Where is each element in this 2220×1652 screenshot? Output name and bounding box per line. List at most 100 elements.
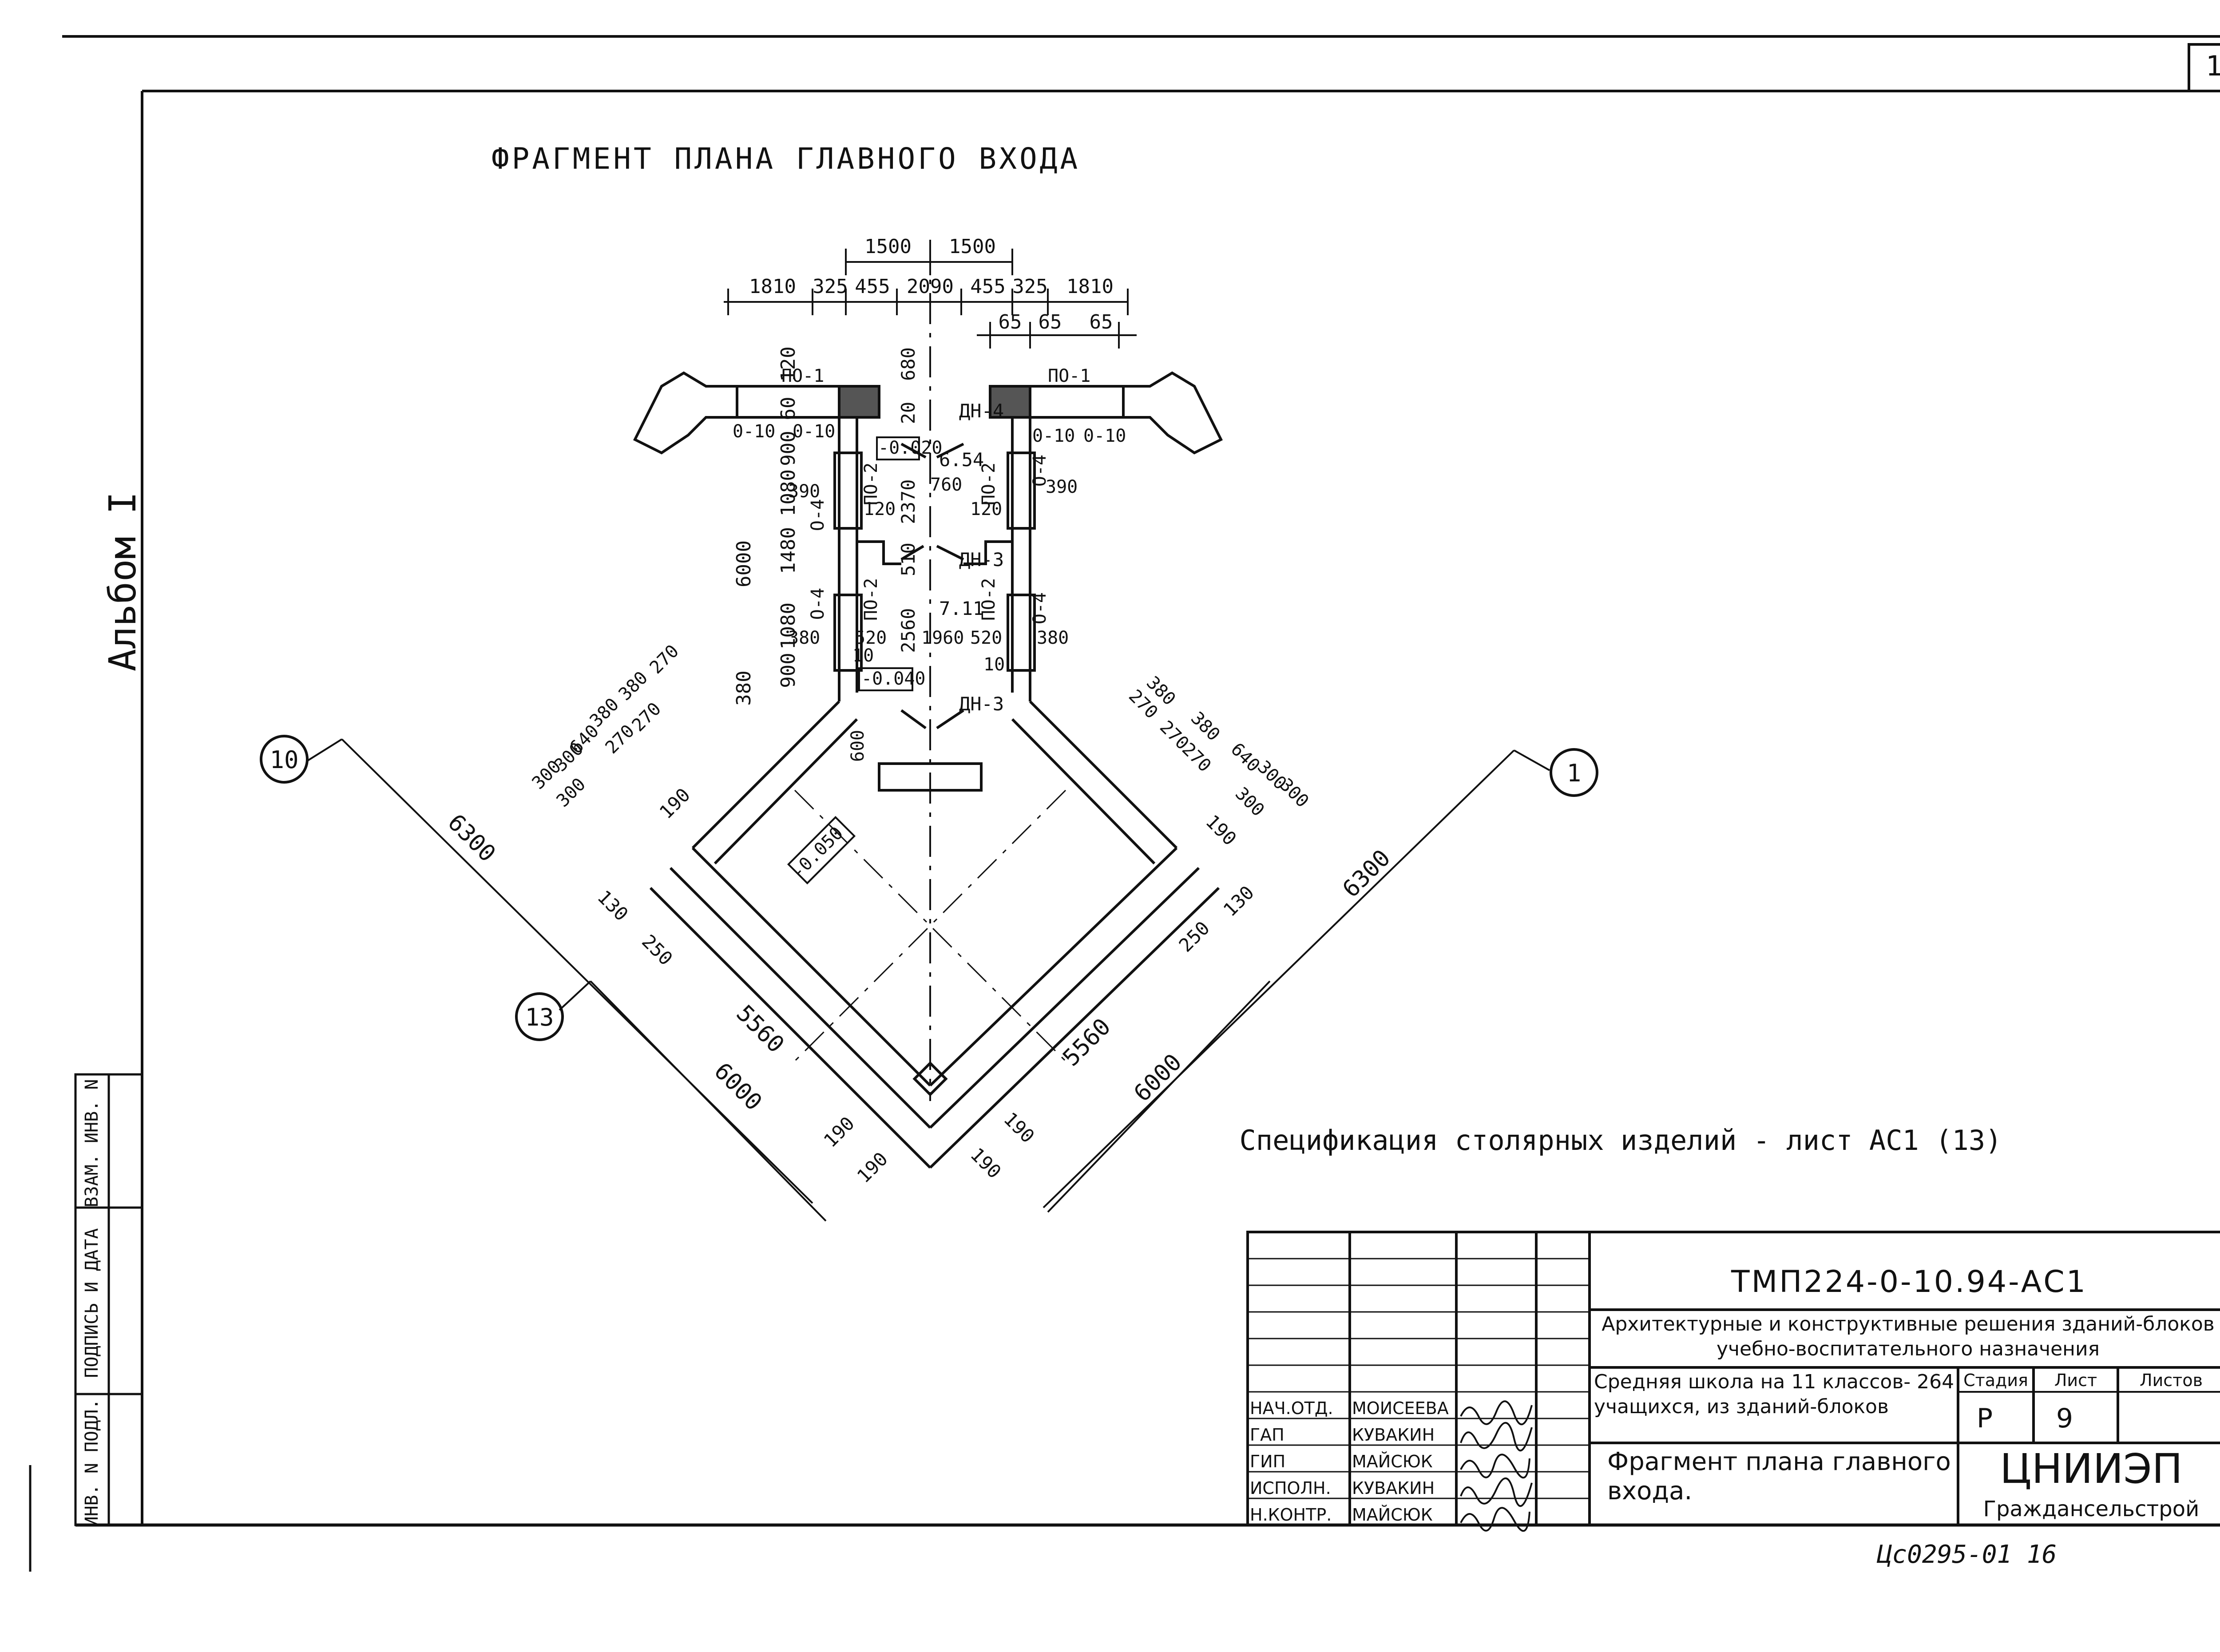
project-title: Архитектурные и конструктивные решения з… — [1602, 1313, 2215, 1360]
diagonal-axis-left — [794, 789, 1066, 1062]
vdim-1480: 1480 — [777, 527, 800, 574]
staff-role-4: ИСПОЛН. — [1250, 1478, 1331, 1498]
dim-65-1: 65 — [999, 311, 1022, 333]
axis-leaders — [305, 738, 1550, 1222]
level-box — [858, 667, 913, 691]
title-block-frame — [1246, 1231, 2220, 1526]
step-left-3 — [649, 887, 932, 1169]
wall-dim-390-right: 390 — [1046, 477, 1078, 497]
axis-bubble-1 — [1550, 748, 1598, 797]
staff-role-5: Н.КОНТР. — [1250, 1505, 1332, 1525]
step-left-2 — [669, 867, 932, 1129]
dim-1810-left: 1810 — [749, 275, 796, 298]
right-column-hatched — [989, 385, 1031, 419]
right-wall-stub — [1122, 371, 1223, 455]
cdim-2370: 2370 — [897, 479, 919, 524]
dim-2090: 2090 — [907, 275, 954, 298]
vdim-1080-upper: 1080 — [777, 469, 800, 516]
staff-name-3: МАЙСЮК — [1352, 1452, 1433, 1471]
org-subname: Граждансельстрой — [1983, 1497, 2200, 1521]
porch-left-inner — [714, 718, 858, 865]
wall-dim-600: 600 — [848, 730, 868, 762]
page-number-box — [2188, 43, 2220, 92]
drawing-title: ФРАГМЕНТ ПЛАНА ГЛАВНОГО ВХОДА — [492, 142, 1080, 176]
level-minus-0020: -0.020 — [878, 438, 943, 458]
grating — [878, 762, 983, 792]
side-stamp-inv: ИНВ. N ПОДЛ. — [82, 1399, 102, 1527]
step-right-2 — [929, 867, 1200, 1129]
level-box — [787, 816, 856, 885]
center-vertical-dims: 680 20 2370 510 2560 — [897, 347, 919, 653]
level-box — [876, 436, 920, 460]
left-window-upper — [833, 452, 863, 530]
room-labels: 6.54 7.11 — [939, 449, 984, 619]
window-mark-po2-1: ПО-2 — [861, 463, 881, 505]
axis-13-leader — [559, 980, 591, 1011]
door-mark-dn3-lower: ДН-3 — [959, 693, 1004, 715]
level-0-10-c: 0-10 — [1032, 426, 1075, 446]
axis-1-leader — [1514, 749, 1550, 771]
drain-mark — [912, 1061, 948, 1097]
level-0-10-d: 0-10 — [1083, 426, 1126, 446]
door-leaf — [900, 443, 927, 459]
dim-325-right: 325 — [1012, 275, 1047, 298]
level-0-10-b: 0-10 — [793, 421, 835, 442]
door-leaf — [936, 545, 964, 561]
wall-dim-520-right: 520 — [970, 628, 1002, 648]
sheet-header: Лист — [2054, 1371, 2097, 1390]
left-vertical-dims: 120 60 900 1080 1480 6000 900 1080 380 — [733, 346, 800, 705]
doc-code: ТМП224-0-10.94-АС1 — [1731, 1264, 2087, 1299]
signature-4 — [1460, 1478, 1533, 1507]
wall-dim-120-right: 120 — [970, 499, 1002, 519]
window-mark-po1-right: ПО-1 — [1048, 366, 1090, 386]
left-column-hatched — [838, 385, 880, 419]
spec-note: Спецификация столярных изделий - лист АС… — [1239, 1124, 2002, 1157]
room-label-654: 6.54 — [939, 449, 984, 471]
cdim-2560: 2560 — [897, 608, 919, 653]
dim-6000-left — [590, 980, 827, 1222]
signatures — [1460, 1400, 1533, 1532]
window-mark-o4-1: О-4 — [808, 499, 828, 531]
wall-dim-120-left: 120 — [864, 499, 896, 519]
vdim-900-upper: 900 — [777, 431, 800, 466]
window-mark-po2-2: ПО-2 — [979, 463, 999, 505]
wall-dim-10-left: 10 — [852, 646, 874, 666]
wall-dim-10-right: 10 — [983, 654, 1005, 675]
dim-65-3: 65 — [1090, 311, 1113, 333]
cdim-680: 680 — [897, 347, 919, 381]
step-left-1 — [691, 847, 932, 1087]
door-mark-dn4: ДН-4 — [959, 400, 1004, 422]
axis-label-1: 1 — [1567, 759, 1582, 787]
cdim-510: 510 — [897, 543, 919, 576]
left-wall-stub — [633, 371, 738, 455]
dim-65-2: 65 — [1039, 311, 1062, 333]
dim-6000-right — [1047, 980, 1271, 1213]
wall-dim-760: 760 — [930, 475, 962, 495]
door-mark-dn3-upper: ДН-3 — [959, 549, 1004, 570]
window-mark-o4-2: О-4 — [1030, 455, 1050, 487]
signature-2 — [1460, 1422, 1533, 1452]
staff-role-3: ГИП — [1250, 1452, 1285, 1471]
window-mark-po1-left: ПО-1 — [781, 366, 824, 386]
axis-label-13: 13 — [525, 1003, 554, 1031]
door-leaf — [900, 545, 924, 561]
door-marks: ДН-4 ДН-3 ДН-3 — [959, 400, 1004, 715]
staff-name-2: КУВАКИН — [1352, 1425, 1435, 1445]
stage-value: Р — [1977, 1403, 1993, 1434]
archive-code: Цс0295-01 16 — [1877, 1540, 2057, 1569]
sheets-header: Листов — [2140, 1371, 2203, 1390]
signature-1 — [1460, 1400, 1533, 1426]
wall-dims: 390 390 120 120 760 380 380 520 520 1960… — [788, 475, 1078, 762]
signature-3 — [1460, 1454, 1530, 1479]
object-name: Средняя школа на 11 классов- 264 учащихс… — [1594, 1371, 1954, 1418]
dim-1810-right: 1810 — [1066, 275, 1114, 298]
dim-455-left: 455 — [855, 275, 890, 298]
signature-5 — [1460, 1507, 1530, 1532]
staff-role-1: НАЧ.ОТД. — [1250, 1398, 1333, 1418]
dim-1500-left: 1500 — [864, 235, 912, 258]
wall-dim-520-left: 520 — [855, 628, 887, 648]
dim-6300-right — [1043, 749, 1515, 1208]
wall-dim-1960: 1960 — [921, 628, 964, 648]
cdim-20: 20 — [897, 402, 919, 424]
